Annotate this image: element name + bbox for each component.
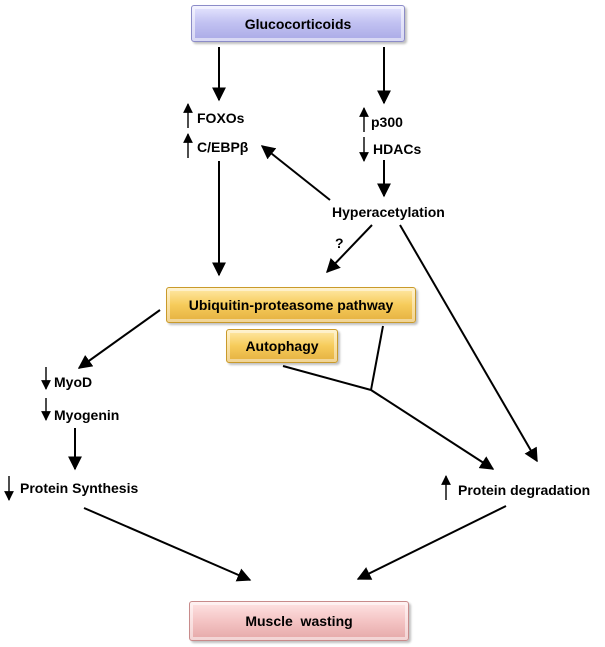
autophagy-box: Autophagy xyxy=(226,329,338,363)
line-autophagy-to-merge xyxy=(282,365,372,391)
muscle-wasting-label: Muscle wasting xyxy=(245,613,353,629)
arrow-hyperacetylation-to-degradation xyxy=(399,224,538,463)
glucocorticoids-label: Glucocorticoids xyxy=(244,15,352,32)
arrow-merge-to-degradation xyxy=(370,389,495,470)
ubiquitin-proteasome-label: Ubiquitin-proteasome pathway xyxy=(188,297,394,313)
arrow-hyperacetylation-to-cebp xyxy=(260,145,331,201)
protein-synthesis-label: Protein Synthesis xyxy=(20,480,139,496)
muscle-wasting-box: Muscle wasting xyxy=(189,601,409,641)
hdacs-label: HDACs xyxy=(373,141,422,157)
cebp-label: C/EBPβ xyxy=(197,139,249,155)
myod-label: MyoD xyxy=(54,374,93,390)
foxos-label: FOXOs xyxy=(197,110,245,126)
p300-label: p300 xyxy=(371,114,403,130)
autophagy-label: Autophagy xyxy=(245,338,319,354)
hyperacetylation-label: Hyperacetylation xyxy=(332,204,445,220)
myogenin-label: Myogenin xyxy=(54,407,120,423)
arrow-ups-to-myod xyxy=(77,309,161,369)
arrow-synthesis-to-wasting xyxy=(83,507,252,582)
line-ups-to-merge xyxy=(370,325,384,391)
arrow-hyperacetylation-to-ups xyxy=(326,224,373,274)
protein-degradation-label: Protein degradation xyxy=(458,482,591,498)
arrow-degradation-to-wasting xyxy=(356,505,507,580)
ubiquitin-proteasome-box: Ubiquitin-proteasome pathway xyxy=(166,287,416,323)
question-mark-label: ? xyxy=(335,235,344,251)
glucocorticoids-box: Glucocorticoids xyxy=(191,5,405,42)
